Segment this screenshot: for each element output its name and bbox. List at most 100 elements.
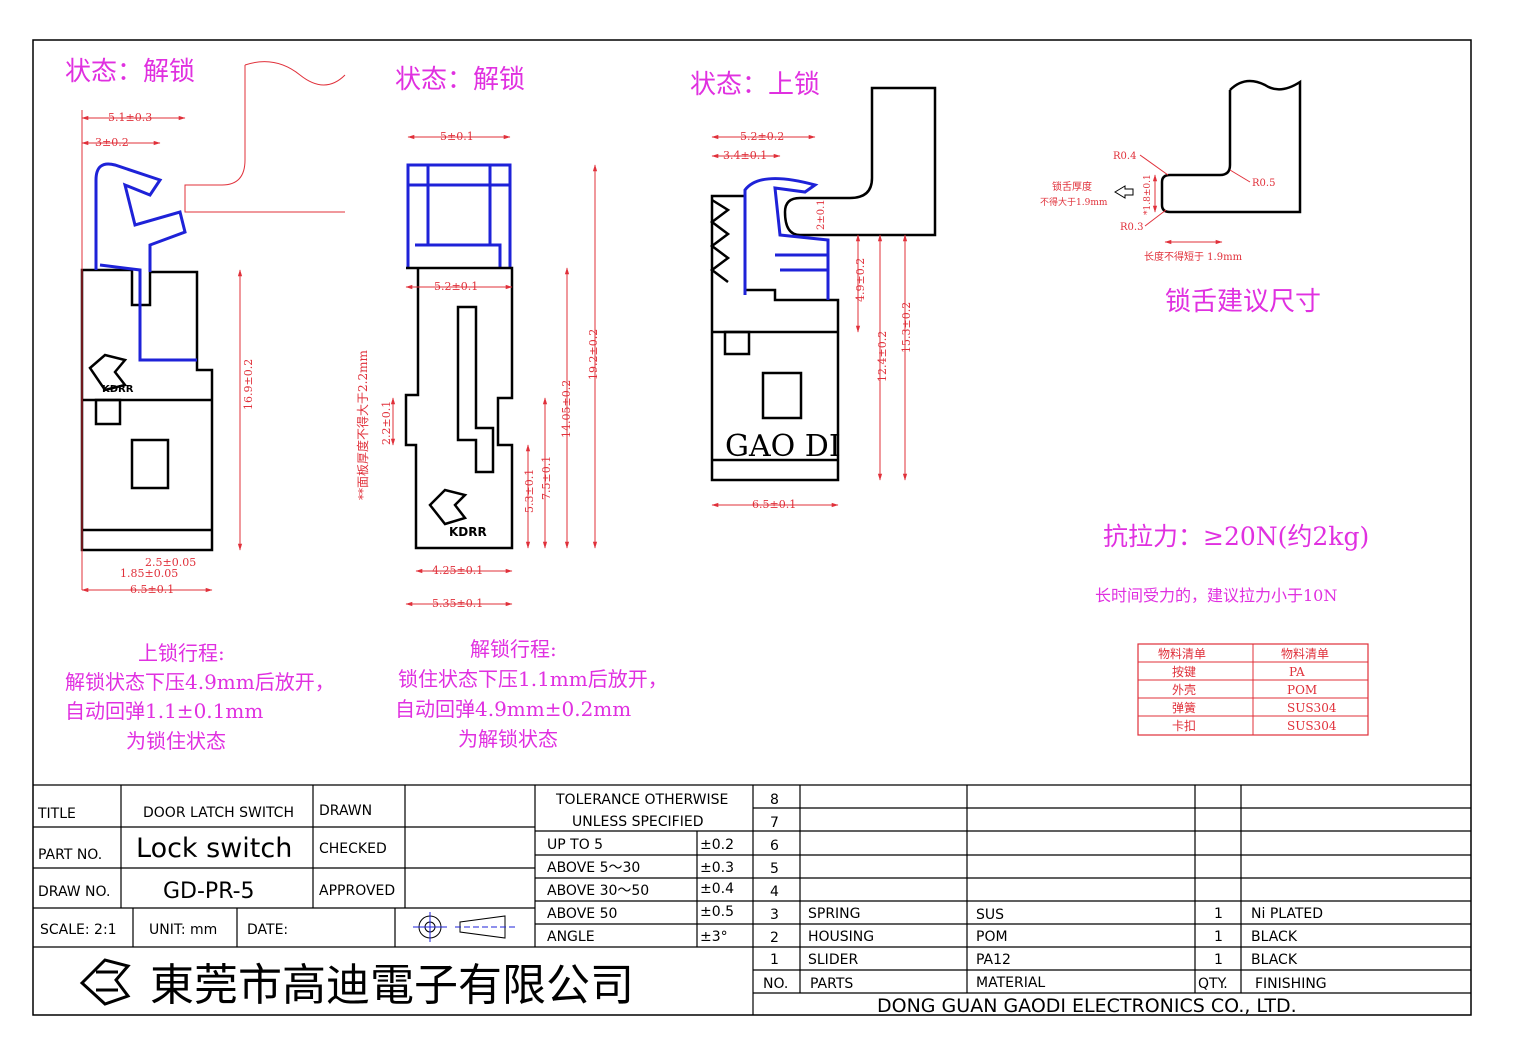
company-name-cn: 東莞市高迪電子有限公司 bbox=[150, 960, 634, 1011]
materials-row-4-part: 卡扣 bbox=[1172, 719, 1196, 733]
materials-table: 物料清单 物料清单 按键 PA 外壳 POM 弹簧 SUS304 卡扣 SUS3… bbox=[1137, 643, 1369, 736]
view-3-dim-12-4: 12.4±0.2 bbox=[876, 331, 889, 382]
bom-row-2-finishing: BLACK bbox=[1251, 929, 1298, 945]
view-2-unlocked-front: 状态：解锁 KDRR 5±0.1 5.2±0.1 19.2±0.2 14.05±… bbox=[355, 65, 600, 610]
drawn-label: DRAWN bbox=[319, 803, 372, 819]
bom-row-4-no: 4 bbox=[770, 884, 779, 900]
lock-travel-line-2: 解锁状态下压4.9mm后放开， bbox=[65, 670, 335, 694]
view-2-dim-14-05: 14.05±0.2 bbox=[560, 380, 573, 438]
unlock-travel-line-2: 锁住状态下压1.1mm后放开， bbox=[398, 667, 668, 691]
lock-travel-notes: 上锁行程: 解锁状态下压4.9mm后放开， 自动回弹1.1±0.1mm 为锁住状… bbox=[65, 641, 335, 753]
tolerance-row-3-value: ±0.4 bbox=[700, 881, 734, 897]
company-logo-icon bbox=[79, 958, 131, 1006]
view-1-unlocked: 状态：解锁 KDRR 5.1±0.3 3±0.2 16.9±0.2 2.5±0.… bbox=[65, 57, 346, 596]
view-3-spring bbox=[709, 198, 731, 283]
tolerance-row-3-range: ABOVE 30～50 bbox=[547, 883, 649, 899]
bom-row-1-parts: SLIDER bbox=[808, 952, 858, 968]
view-2-logo-icon bbox=[428, 488, 468, 526]
tolerance-header-2: UNLESS SPECIFIED bbox=[572, 814, 703, 830]
view-3-dim-5-2: 5.2±0.2 bbox=[740, 130, 784, 143]
bom-row-8-no: 8 bbox=[770, 792, 779, 808]
view-3-slot bbox=[723, 330, 751, 356]
view-3-locked: 状态：上锁 GAO DI 5.2±0.2 3.4±0.1 2±0.1 4.9±0… bbox=[690, 70, 937, 511]
view-2-housing bbox=[404, 266, 514, 550]
view-1-dim-6-5: 6.5±0.1 bbox=[130, 583, 174, 596]
scale-label: SCALE: 2:1 bbox=[40, 922, 117, 938]
lock-travel-line-1: 上锁行程: bbox=[138, 641, 225, 665]
view-2-dim-7-5: 7.5±0.1 bbox=[540, 456, 553, 500]
view-3-dim-2: 2±0.1 bbox=[816, 199, 827, 230]
bom-row-3-parts: SPRING bbox=[808, 906, 861, 922]
tolerance-row-4-range: ABOVE 50 bbox=[547, 906, 617, 922]
bom-row-3-no: 3 bbox=[770, 907, 779, 923]
unlock-travel-line-4: 为解锁状态 bbox=[458, 727, 558, 751]
view-2-dim-5: 5±0.1 bbox=[440, 130, 474, 143]
tongue-detail: R0.4 R0.5 R0.3 *1.8±0.1 锁舌厚度 不得大于1.9mm 长… bbox=[1040, 79, 1321, 317]
view-2-dim-5-35: 5.35±0.1 bbox=[432, 597, 483, 610]
view-3-dim-15-3: 15.3±0.2 bbox=[900, 302, 913, 353]
bom-row-2-qty: 1 bbox=[1214, 929, 1223, 945]
view-2-key-slot bbox=[456, 305, 495, 474]
bom-row-1-finishing: BLACK bbox=[1251, 952, 1298, 968]
title-block-text: TITLE DOOR LATCH SWITCH PART NO. Lock sw… bbox=[37, 792, 1297, 1017]
view-2-logo-text: KDRR bbox=[449, 525, 487, 539]
bom-row-2-material: POM bbox=[976, 929, 1008, 945]
tongue-detail-title: 锁舌建议尺寸 bbox=[1165, 287, 1321, 317]
tolerance-row-1-range: UP TO 5 bbox=[547, 837, 603, 853]
view-1-housing bbox=[80, 268, 214, 552]
view-2-slider bbox=[406, 163, 512, 268]
bom-row-7-no: 7 bbox=[770, 815, 779, 831]
checked-label: CHECKED bbox=[319, 841, 387, 857]
bom-header-finishing: FINISHING bbox=[1255, 976, 1327, 992]
view-1-dim-3: 3±0.2 bbox=[95, 136, 129, 149]
view-1-slot bbox=[94, 398, 122, 426]
materials-row-3-mat: SUS304 bbox=[1287, 701, 1337, 715]
unlock-travel-notes: 解锁行程: 锁住状态下压1.1mm后放开， 自动回弹4.9mm±0.2mm 为解… bbox=[395, 637, 668, 751]
materials-row-1-mat: PA bbox=[1289, 665, 1305, 679]
view-2-panel-thickness-note: **面板厚度不得大于2.2mm bbox=[355, 350, 370, 500]
pull-force-note: 长时间受力的，建议拉力小于10N bbox=[1095, 586, 1337, 605]
bom-header-qty: QTY. bbox=[1198, 976, 1228, 992]
tongue-thickness-dim: *1.8±0.1 bbox=[1143, 174, 1153, 215]
view-1-dim-16-9: 16.9±0.2 bbox=[242, 359, 255, 410]
draw-no-value: GD-PR-5 bbox=[163, 879, 255, 904]
view-1-dim-5-1: 5.1±0.3 bbox=[108, 111, 152, 124]
tolerance-header-1: TOLERANCE OTHERWISE bbox=[555, 792, 728, 808]
materials-row-4-mat: SUS304 bbox=[1287, 719, 1337, 733]
unlock-travel-line-3: 自动回弹4.9mm±0.2mm bbox=[395, 697, 631, 721]
view-1-dim-2-5: 2.5±0.05 bbox=[145, 556, 196, 569]
lock-travel-line-4: 为锁住状态 bbox=[126, 729, 226, 753]
view-1-state-label: 状态：解锁 bbox=[65, 57, 195, 87]
view-3-state-label: 状态：上锁 bbox=[690, 70, 820, 100]
unlock-travel-line-1: 解锁行程: bbox=[470, 637, 557, 661]
view-1-slider bbox=[94, 162, 197, 362]
draw-no-label: DRAW NO. bbox=[38, 884, 110, 900]
tongue-r0-5: R0.5 bbox=[1252, 178, 1275, 189]
bom-row-1-qty: 1 bbox=[1214, 952, 1223, 968]
tongue-thickness-note-1: 锁舌厚度 bbox=[1052, 180, 1092, 193]
view-2-dim-2-2: 2.2±0.1 bbox=[380, 401, 393, 445]
part-no-value: Lock switch bbox=[136, 833, 292, 864]
sheet-border bbox=[32, 39, 1472, 1016]
bom-table: 8 7 6 5 4 3 SPRING SUS 1 Ni PLATED 2 HOU… bbox=[763, 792, 1327, 992]
view-3-tongue bbox=[783, 86, 937, 237]
bom-row-2-no: 2 bbox=[770, 930, 779, 946]
bom-row-6-no: 6 bbox=[770, 838, 779, 854]
pull-force-main: 抗拉力：≥20N(约2kg) bbox=[1103, 522, 1369, 551]
view-1-window bbox=[130, 438, 170, 490]
lock-travel-line-3: 自动回弹1.1±0.1mm bbox=[65, 699, 263, 723]
view-2-state-label: 状态：解锁 bbox=[395, 65, 525, 95]
bom-row-1-no: 1 bbox=[770, 952, 779, 968]
approved-label: APPROVED bbox=[319, 883, 395, 899]
view-3-dim-4-9: 4.9±0.2 bbox=[854, 258, 867, 302]
view-2-dim-5-2: 5.2±0.1 bbox=[434, 280, 478, 293]
materials-header-1: 物料清单 bbox=[1158, 647, 1206, 661]
tolerance-row-2-value: ±0.3 bbox=[700, 860, 734, 876]
materials-header-2: 物料清单 bbox=[1281, 647, 1329, 661]
tolerance-row-5-range: ANGLE bbox=[547, 929, 595, 945]
view-2-dim-5-3: 5.3±0.1 bbox=[523, 469, 536, 513]
view-3-dim-6-5: 6.5±0.1 bbox=[752, 498, 796, 511]
title-block bbox=[33, 784, 1471, 1015]
projection-symbol-icon bbox=[413, 912, 515, 942]
